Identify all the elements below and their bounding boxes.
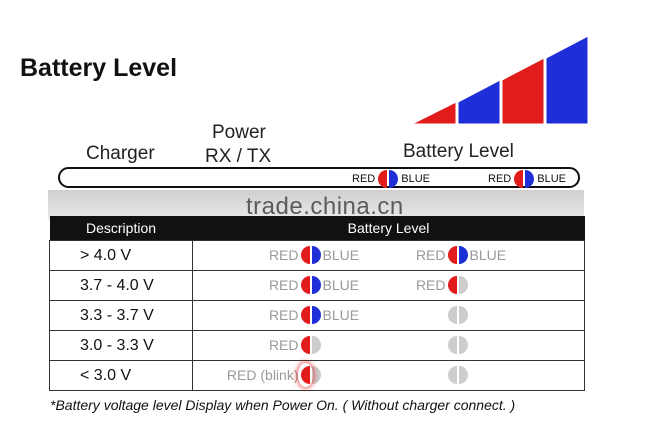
indicator-right [446, 336, 470, 354]
rx-tx-label: RX / TX [205, 146, 272, 167]
table-row: 3.0 - 3.3 V RED [49, 330, 585, 361]
strip-led-2: RED BLUE [488, 170, 566, 188]
page-title: Battery Level [20, 54, 178, 82]
battery-level-table: Description Battery Level > 4.0 V RED BLUE… [49, 216, 585, 391]
column-header-battery-level: Battery Level [192, 216, 585, 241]
led-icon [378, 170, 399, 188]
indicator-left-label: RED (blink) [226, 367, 299, 383]
header-shadow [48, 190, 584, 220]
indicator-left: RED (blink) [227, 366, 323, 384]
indicator-left-label: RED [268, 307, 299, 323]
indicator-left: RED BLUE [269, 246, 359, 264]
device-led-strip: RED BLUE RED BLUE [58, 167, 580, 188]
battery-level-cell: RED (blink) [192, 360, 585, 391]
indicator-left-blue-label: BLUE [322, 277, 360, 293]
led-icon [300, 246, 321, 264]
strip-led-1-red-label: RED [352, 173, 376, 185]
level-bar-1 [411, 101, 457, 125]
led-icon [447, 366, 468, 384]
indicator-left-blue-label: BLUE [322, 307, 360, 323]
level-bar-3 [501, 57, 545, 125]
indicator-right: RED [416, 276, 470, 294]
table-row: > 4.0 V RED BLUE RED BLUE [49, 240, 585, 271]
indicator-right-label: RED [415, 277, 446, 293]
table-row: 3.7 - 4.0 V RED BLUE RED [49, 270, 585, 301]
led-icon [447, 246, 468, 264]
voltage-range: < 3.0 V [49, 360, 193, 391]
indicator-left-label: RED [268, 337, 299, 353]
indicator-left: RED BLUE [269, 276, 359, 294]
strip-led-2-red-label: RED [488, 173, 512, 185]
table-header-row: Description Battery Level [49, 216, 585, 241]
indicator-right-blue-label: BLUE [469, 247, 507, 263]
blinking-led-icon [300, 366, 321, 384]
led-icon [447, 276, 468, 294]
level-bar-4 [545, 36, 589, 125]
footnote: *Battery voltage level Display when Powe… [50, 397, 516, 413]
power-label: Power [212, 122, 266, 143]
battery-level-cell: RED BLUE [192, 300, 585, 331]
led-icon [447, 336, 468, 354]
battery-level-cell: RED [192, 330, 585, 361]
indicator-left-blue-label: BLUE [322, 247, 360, 263]
led-icon [300, 276, 321, 294]
battery-level-cell: RED BLUE RED [192, 270, 585, 301]
indicator-left-label: RED [268, 247, 299, 263]
indicator-right [446, 306, 470, 324]
level-bar-2 [457, 79, 501, 125]
led-icon [514, 170, 535, 188]
table-row: < 3.0 V RED (blink) [49, 360, 585, 391]
indicator-left: RED BLUE [269, 306, 359, 324]
indicator-left: RED [269, 336, 323, 354]
voltage-range: 3.0 - 3.3 V [49, 330, 193, 361]
voltage-range: 3.7 - 4.0 V [49, 270, 193, 301]
strip-led-1: RED BLUE [352, 170, 430, 188]
strip-led-1-blue-label: BLUE [401, 173, 430, 185]
indicator-right [446, 366, 470, 384]
indicator-right-label: RED [415, 247, 446, 263]
led-icon [300, 306, 321, 324]
battery-level-label: Battery Level [403, 141, 514, 162]
voltage-range: 3.3 - 3.7 V [49, 300, 193, 331]
voltage-range: > 4.0 V [49, 240, 193, 271]
led-icon [447, 306, 468, 324]
column-header-description: Description [49, 216, 193, 241]
table-row: 3.3 - 3.7 V RED BLUE [49, 300, 585, 331]
watermark: trade.china.cn [246, 193, 404, 220]
battery-level-cell: RED BLUE RED BLUE [192, 240, 585, 271]
indicator-left-label: RED [268, 277, 299, 293]
charger-label: Charger [86, 143, 155, 164]
strip-led-2-blue-label: BLUE [537, 173, 566, 185]
battery-level-bars-icon [411, 36, 589, 125]
led-icon [300, 336, 321, 354]
indicator-right: RED BLUE [416, 246, 506, 264]
